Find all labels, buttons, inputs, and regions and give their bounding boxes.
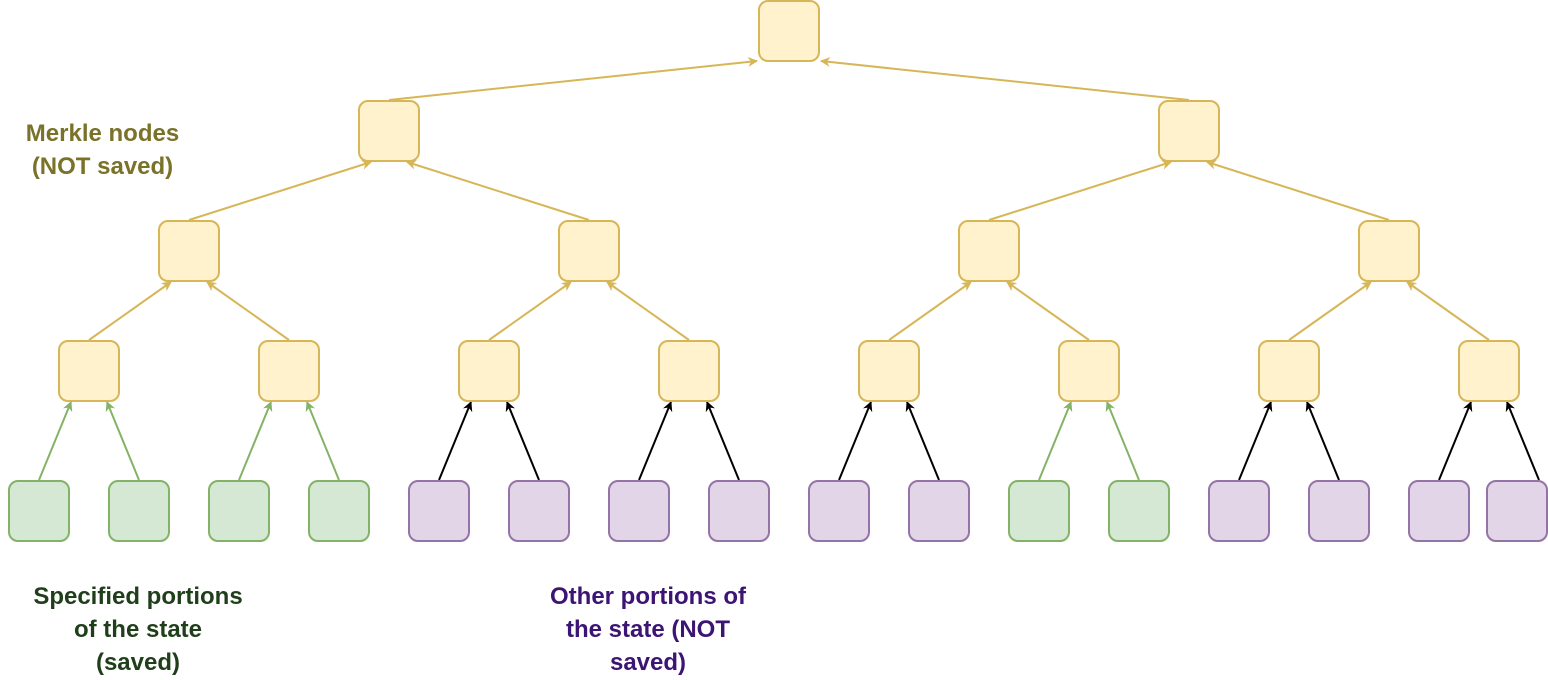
edge-level-3-node-0 [88,281,172,341]
edge-level-4-node-5 [505,401,540,481]
unsaved-state-leaf-4-8 [808,480,870,542]
edge-level-4-node-8 [838,401,873,481]
merkle-node-0-0 [758,0,820,62]
edge-level-4-node-0 [38,401,73,481]
edge-level-3-node-6 [1288,281,1372,341]
edge-level-3-node-1 [206,281,290,341]
merkle-node-3-7 [1458,340,1520,402]
edge-level-4-node-4 [438,401,473,481]
merkle-nodes-label-line-1: Merkle nodes [25,120,180,147]
merkle-node-3-0 [58,340,120,402]
edge-level-3-node-5 [1006,281,1090,341]
merkle-node-2-1 [558,220,620,282]
unsaved-state-leaf-4-12 [1208,480,1270,542]
edge-level-4-node-6 [638,401,673,481]
saved-state-leaf-4-0 [8,480,70,542]
saved-state-leaf-4-3 [308,480,370,542]
unsaved-state-leaf-4-4 [408,480,470,542]
edge-level-4-node-2 [238,401,273,481]
edge-level-3-node-4 [888,281,972,341]
saved-portions-label: Specified portions of the state (saved) [0,580,276,679]
unsaved-portions-label-line-2: the state (NOT [565,616,730,643]
edge-level-2-node-1 [406,159,590,221]
edge-level-4-node-1 [105,401,140,481]
edge-level-4-node-9 [905,401,940,481]
merkle-node-3-6 [1258,340,1320,402]
unsaved-state-leaf-4-13 [1308,480,1370,542]
saved-state-leaf-4-10 [1008,480,1070,542]
edge-level-4-node-15 [1505,401,1540,481]
tree-edges [38,56,1540,481]
merkle-node-1-1 [1158,100,1220,162]
edge-level-4-node-7 [705,401,740,481]
merkle-node-3-2 [458,340,520,402]
edge-level-4-node-14 [1438,401,1473,481]
edge-level-2-node-0 [188,159,372,221]
edge-level-3-node-2 [488,281,572,341]
unsaved-portions-label: Other portions of the state (NOT saved) [520,580,776,679]
unsaved-state-leaf-4-15 [1486,480,1548,542]
merkle-nodes-label: Merkle nodes (NOT saved) [0,117,205,183]
edge-level-3-node-7 [1406,281,1490,341]
merkle-node-3-5 [1058,340,1120,402]
unsaved-portions-label-line-1: Other portions of [550,583,746,610]
merkle-node-3-3 [658,340,720,402]
edge-level-4-node-11 [1105,401,1140,481]
merkle-node-2-2 [958,220,1020,282]
unsaved-state-leaf-4-7 [708,480,770,542]
edge-level-2-node-3 [1206,159,1390,221]
saved-portions-label-line-2: of the state [73,616,202,643]
saved-portions-label-line-3: (saved) [95,649,181,676]
saved-state-leaf-4-2 [208,480,270,542]
merkle-node-3-4 [858,340,920,402]
merkle-nodes-label-line-2: (NOT saved) [31,153,174,180]
unsaved-portions-label-line-3: saved) [609,649,687,676]
unsaved-state-leaf-4-6 [608,480,670,542]
merkle-node-2-3 [1358,220,1420,282]
edge-level-1-node-0 [388,56,758,101]
merkle-node-3-1 [258,340,320,402]
saved-state-leaf-4-1 [108,480,170,542]
unsaved-state-leaf-4-14 [1408,480,1470,542]
edge-level-4-node-12 [1238,401,1273,481]
merkle-node-2-0 [158,220,220,282]
edge-level-4-node-10 [1038,401,1073,481]
saved-portions-label-line-1: Specified portions [33,583,243,610]
edge-level-2-node-2 [988,159,1172,221]
edge-level-4-node-13 [1305,401,1340,481]
unsaved-state-leaf-4-9 [908,480,970,542]
tree-nodes [8,0,1548,542]
edge-level-1-node-1 [820,56,1190,101]
unsaved-state-leaf-4-5 [508,480,570,542]
edge-level-3-node-3 [606,281,690,341]
merkle-node-1-0 [358,100,420,162]
edge-level-4-node-3 [305,401,340,481]
saved-state-leaf-4-11 [1108,480,1170,542]
